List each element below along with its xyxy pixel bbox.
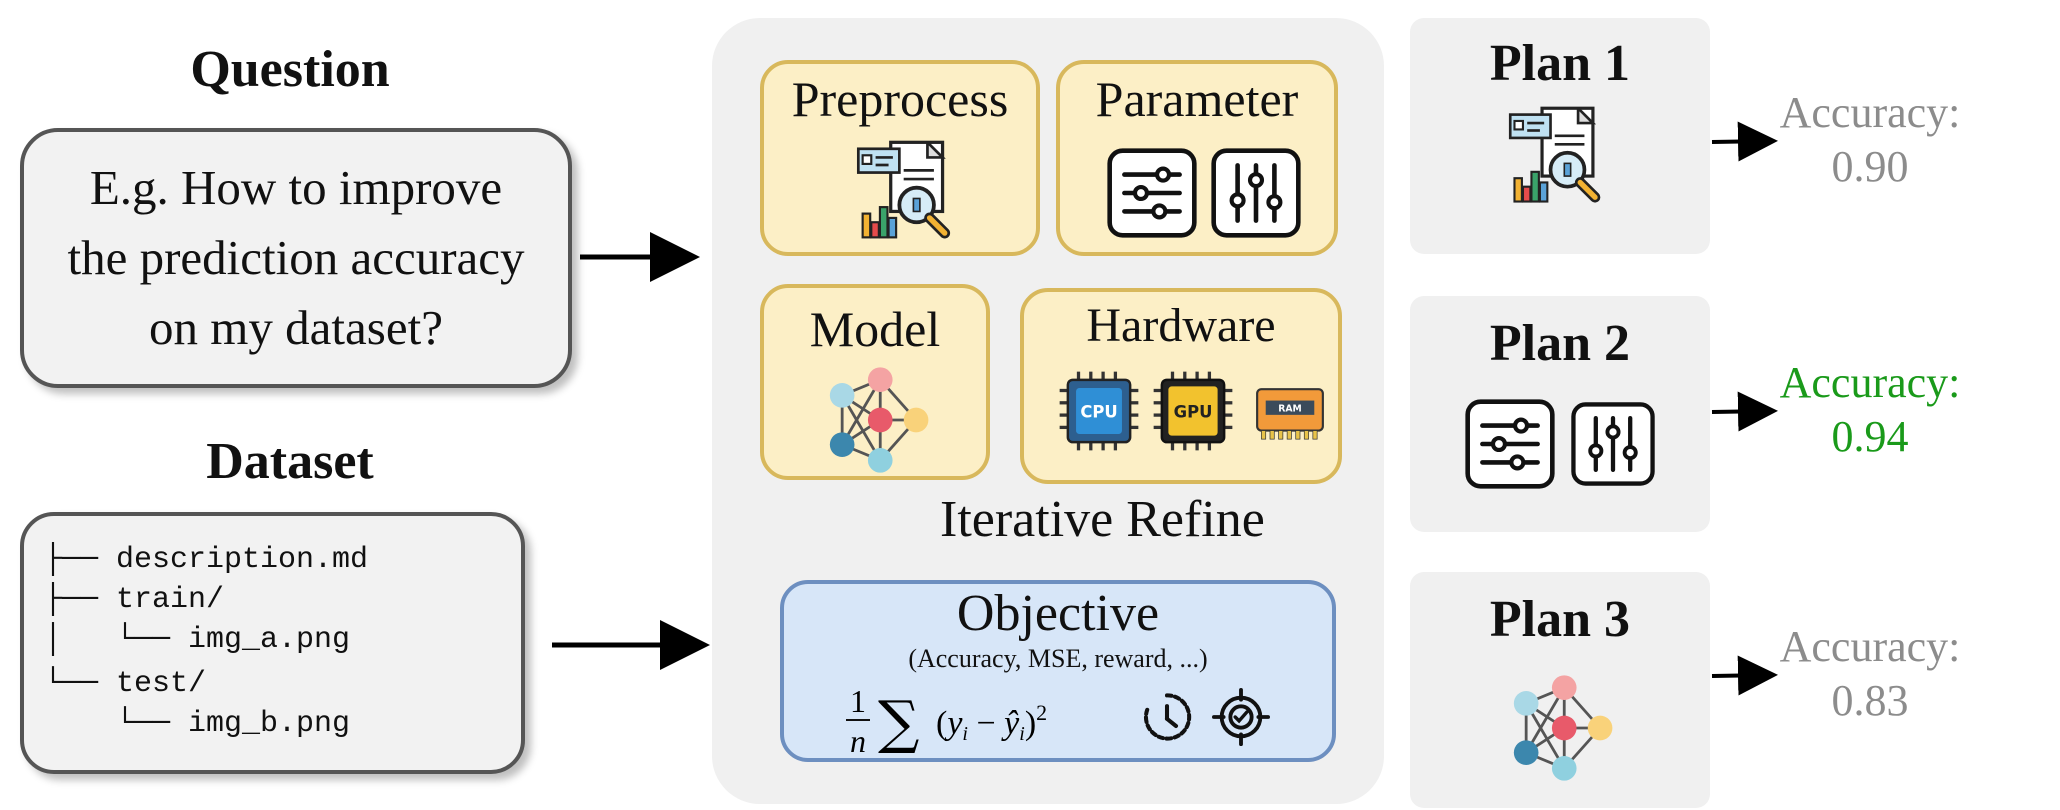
- ram-icon: RAM: [1256, 388, 1324, 440]
- parameter-box: Parameter: [1056, 60, 1338, 256]
- svg-text:∑: ∑: [878, 688, 919, 756]
- preprocess-label: Preprocess: [791, 71, 1009, 127]
- accuracy-value: 0.90: [1831, 142, 1909, 191]
- plan-accuracy-3: Accuracy: 0.83: [1760, 620, 1980, 728]
- svg-text:(yi − ŷi)2: (yi − ŷi)2: [936, 700, 1047, 745]
- parameter-label: Parameter: [1095, 71, 1299, 127]
- accuracy-label: Accuracy:: [1779, 622, 1961, 671]
- mse-formula: 1 n ∑ (yi − ŷi)2: [846, 683, 1047, 759]
- report-analysis-icon: [854, 138, 962, 246]
- cpu-text: CPU: [1080, 403, 1117, 422]
- tree-item: ├── train/: [44, 583, 225, 617]
- question-line: the prediction accuracy: [67, 230, 525, 285]
- vertical-sliders-icon: [1210, 144, 1302, 242]
- tree-item: │ └── img_a.png: [44, 623, 351, 657]
- question-line: on my dataset?: [149, 300, 443, 355]
- dataset-title: Dataset: [206, 433, 374, 490]
- plan-accuracy-1: Accuracy: 0.90: [1760, 86, 1980, 194]
- hardware-box: Hardware CPU GPU RAM: [1020, 288, 1342, 484]
- plan-card-1: Plan 1: [1410, 18, 1710, 254]
- accuracy-label: Accuracy:: [1779, 358, 1961, 407]
- hardware-label: Hardware: [1086, 299, 1276, 352]
- tree-item: └── img_b.png: [44, 707, 351, 741]
- accuracy-value: 0.83: [1831, 676, 1909, 725]
- plan-title: Plan 1: [1489, 35, 1631, 92]
- plan2-arrow: [1711, 391, 1778, 432]
- timer-icon: [1143, 693, 1192, 741]
- plan-card-2: Plan 2: [1410, 296, 1710, 532]
- plan-card-3: Plan 3: [1410, 572, 1710, 808]
- question-title: Question: [190, 41, 390, 98]
- plan1-arrow: [1711, 121, 1778, 162]
- accuracy-value: 0.94: [1831, 412, 1909, 461]
- tree-item: ├── description.md: [44, 543, 369, 577]
- svg-text:n: n: [850, 723, 866, 759]
- preprocess-box: Preprocess: [760, 60, 1040, 256]
- plan3-arrow: [1711, 655, 1778, 696]
- model-box: Model: [760, 284, 990, 480]
- vertical-sliders-icon: [1570, 396, 1656, 492]
- gpu-icon: GPU: [1153, 371, 1233, 451]
- neural-network-icon: [1502, 672, 1622, 784]
- objective-box: Objective (Accuracy, MSE, reward, ...) 1…: [780, 580, 1336, 762]
- plan-accuracy-2: Accuracy: 0.94: [1760, 356, 1980, 464]
- dataset-tree-box: ├── description.md ├── train/ │ └── img_…: [20, 512, 525, 774]
- question-line: E.g. How to improve: [89, 160, 503, 215]
- model-label: Model: [809, 301, 941, 357]
- question-box: E.g. How to improve the prediction accur…: [20, 128, 572, 388]
- neural-network-icon: [818, 364, 938, 476]
- ram-text: RAM: [1278, 403, 1302, 414]
- plan-title: Plan 2: [1489, 315, 1631, 372]
- iterative-refine-label: Iterative Refine: [940, 491, 1265, 548]
- tree-item: └── test/: [44, 667, 207, 701]
- objective-subtitle: (Accuracy, MSE, reward, ...): [908, 644, 1208, 673]
- accuracy-label: Accuracy:: [1779, 88, 1961, 137]
- objective-title: Objective: [956, 585, 1160, 642]
- horizontal-sliders-icon: [1464, 396, 1556, 492]
- cpu-icon: CPU: [1059, 371, 1139, 451]
- target-icon: [1212, 688, 1270, 746]
- horizontal-sliders-icon: [1106, 144, 1198, 242]
- gpu-text: GPU: [1174, 403, 1213, 422]
- plan-title: Plan 3: [1489, 591, 1631, 648]
- svg-text:1: 1: [850, 683, 866, 719]
- report-analysis-icon: [1506, 104, 1612, 210]
